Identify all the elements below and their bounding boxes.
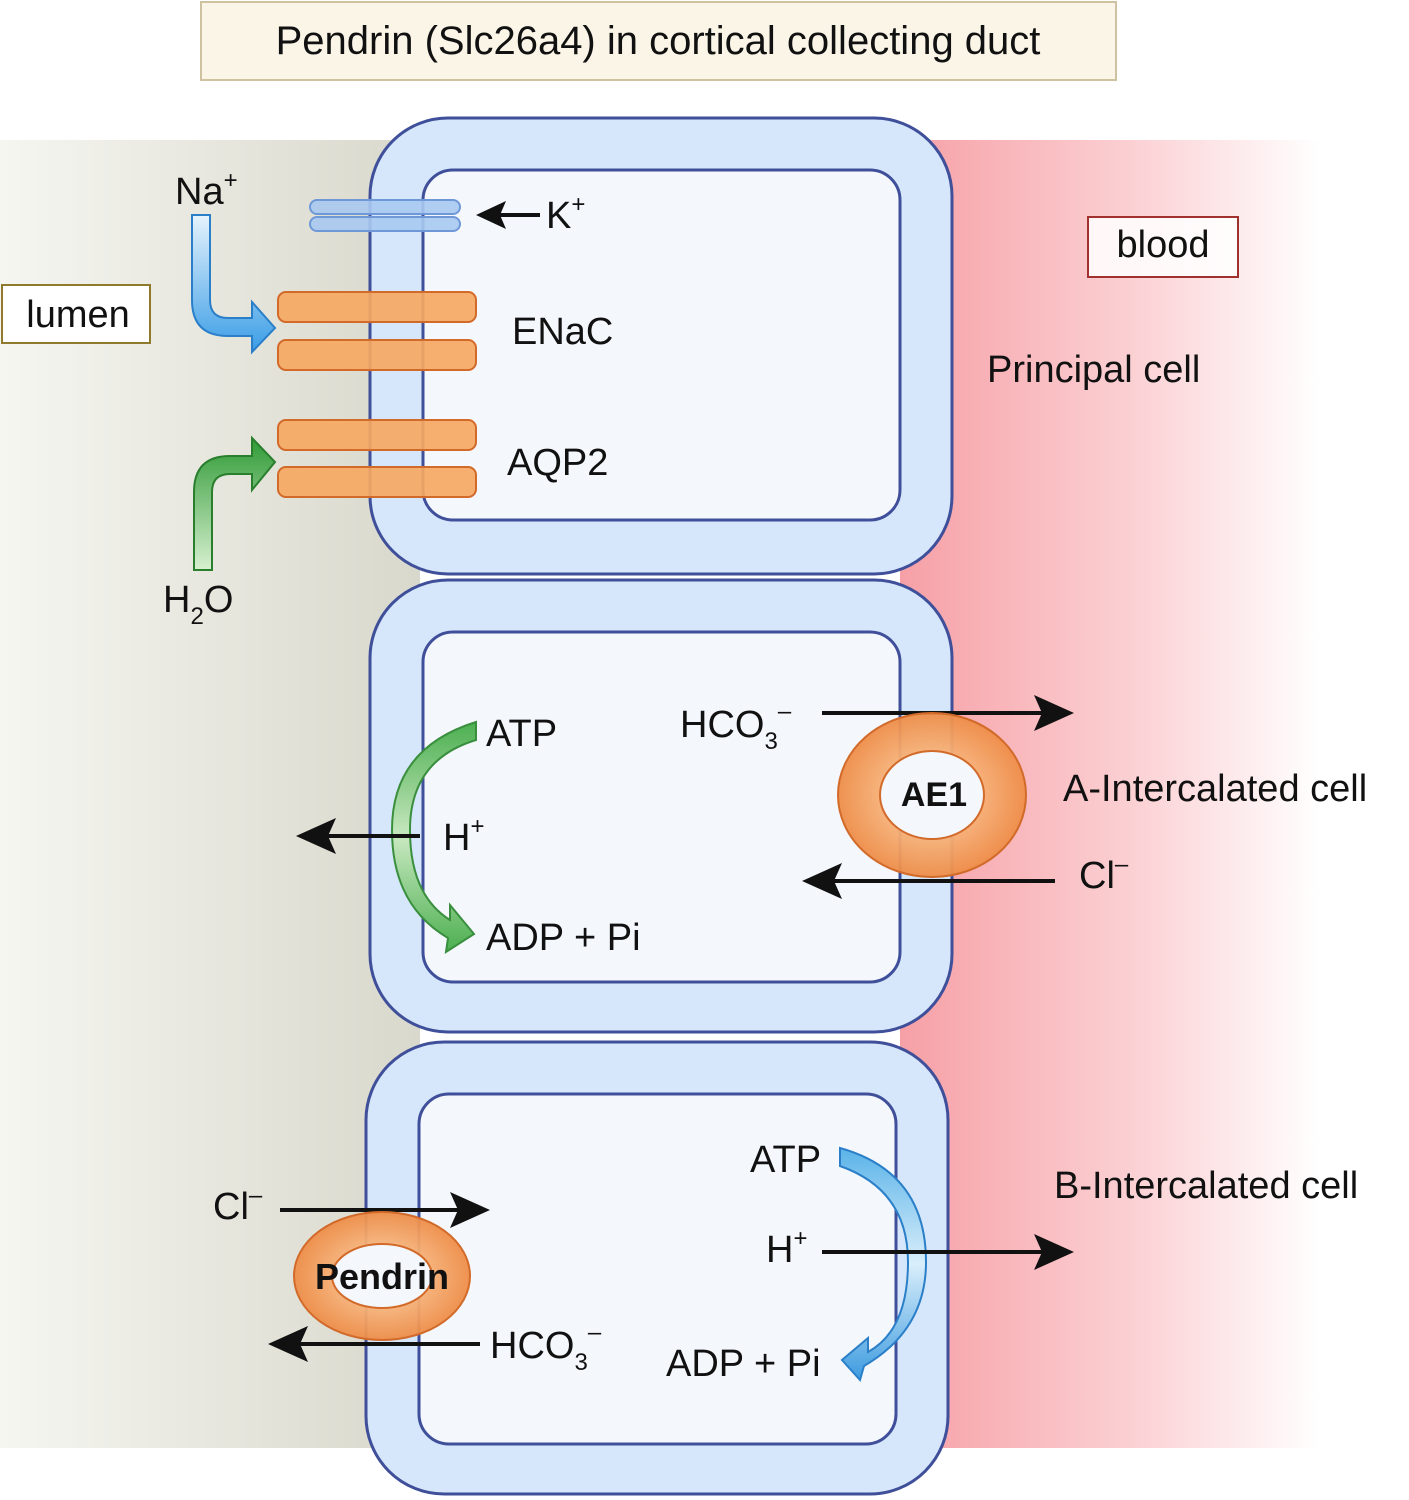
- title: Pendrin (Slc26a4) in cortical collecting…: [276, 19, 1041, 63]
- b-adp-label: ADP + Pi: [666, 1343, 821, 1385]
- ae1-label: AE1: [901, 776, 967, 814]
- aqp2-label: AQP2: [507, 442, 608, 484]
- a-adp-label: ADP + Pi: [486, 917, 641, 959]
- principal-cell-label: Principal cell: [987, 349, 1200, 391]
- title-box: [200, 1, 1117, 81]
- a-atp-label: ATP: [486, 713, 557, 755]
- na-label: Na+: [175, 167, 238, 213]
- a-intercalated-cell-label: A-Intercalated cell: [1063, 768, 1367, 810]
- k-arrow: [476, 201, 540, 229]
- a-atp-curve-arrow: [390, 720, 477, 955]
- b-h-arrow: [822, 1234, 1074, 1270]
- blood-label-box: [1087, 216, 1239, 278]
- k-label: K+: [546, 191, 585, 237]
- b-intercalated-cell-label: B-Intercalated cell: [1054, 1165, 1358, 1207]
- b-intercalated-cell: [364, 1040, 950, 1496]
- a-cl-label: Cl–: [1079, 851, 1129, 897]
- principal-cell: [368, 116, 954, 576]
- b-cl-label: Cl–: [213, 1182, 263, 1228]
- a-h-label: H+: [443, 813, 484, 859]
- b-atp-curve-arrow: [839, 1146, 928, 1383]
- blood-label: blood: [1117, 224, 1210, 266]
- b-hco3-arrow: [268, 1326, 480, 1362]
- a-intercalated-cell: [368, 578, 954, 1034]
- b-cell-inner: [417, 1092, 898, 1446]
- h2o-label: H2O: [163, 579, 233, 630]
- a-hco3-label: HCO3–: [680, 698, 792, 755]
- k-channel: [309, 199, 461, 232]
- enac-label: ENaC: [512, 311, 613, 353]
- b-atp-label: ATP: [750, 1139, 821, 1181]
- na-arrow: [191, 214, 277, 355]
- ae1-exchanger: [837, 712, 1027, 878]
- b-cl-arrow: [280, 1192, 490, 1228]
- b-h-label: H+: [766, 1225, 807, 1271]
- b-hco3-label: HCO3–: [490, 1319, 602, 1376]
- h2o-arrow: [193, 435, 277, 571]
- enac-channel: [277, 291, 477, 371]
- a-h-arrow: [296, 818, 420, 854]
- pendrin-exchanger: [293, 1211, 471, 1341]
- lumen-label-box: [1, 284, 151, 344]
- a-cl-arrow: [802, 863, 1055, 899]
- pendrin-label: Pendrin: [315, 1256, 449, 1297]
- aqp2-channel: [277, 419, 477, 498]
- lumen-label: lumen: [26, 294, 130, 336]
